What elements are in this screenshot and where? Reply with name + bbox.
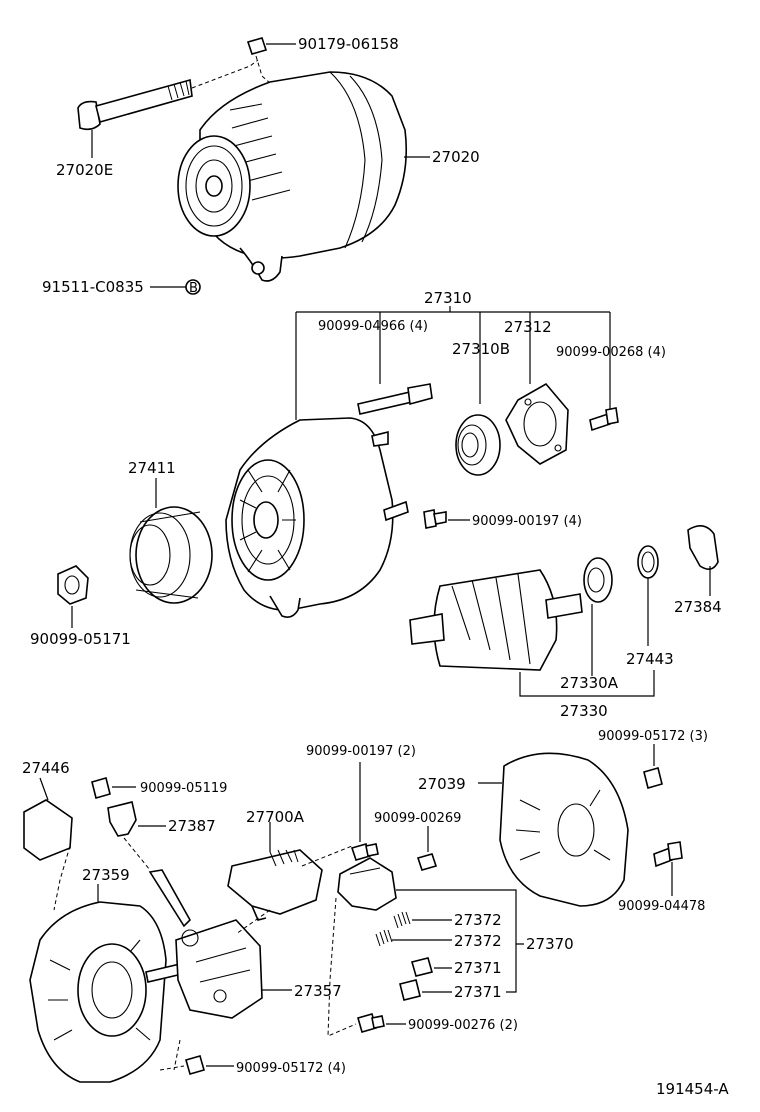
pulley-27411 bbox=[129, 506, 213, 604]
bearing-27330a bbox=[583, 557, 613, 603]
screw-90099-00268 bbox=[589, 407, 619, 432]
label-27359: 27359 bbox=[82, 866, 130, 884]
label-27446: 27446 bbox=[22, 759, 70, 777]
label-27020e: 27020E bbox=[56, 161, 113, 179]
label-90099-05172-3: 90099-05172 (3) bbox=[598, 729, 708, 744]
voltage-regulator-27700a bbox=[227, 849, 323, 921]
alternator-assembly-27020: B bbox=[77, 37, 408, 296]
alternator-body bbox=[199, 71, 408, 282]
label-27330a: 27330A bbox=[560, 674, 619, 692]
washer-letter: B bbox=[189, 281, 198, 296]
screw-90099-00269 bbox=[416, 853, 438, 871]
nut-90099-05172-3 bbox=[643, 767, 663, 789]
cover-27384 bbox=[687, 525, 719, 570]
drive-end-frame bbox=[225, 417, 409, 618]
label-90099-05119: 90099-05119 bbox=[140, 781, 227, 796]
nut-90099-05171 bbox=[57, 565, 89, 605]
cap-90179-06158 bbox=[246, 37, 268, 55]
label-90099-00197-2: 90099-00197 (2) bbox=[306, 744, 416, 759]
alternator-pulley bbox=[177, 135, 251, 237]
diagram-reference-code: 191454-A bbox=[656, 1080, 729, 1098]
label-27700a: 27700A bbox=[246, 808, 305, 826]
brush-holder-27370 bbox=[337, 857, 397, 911]
screw-90099-00276 bbox=[357, 1013, 385, 1033]
label-90099-00276: 90099-00276 (2) bbox=[408, 1018, 518, 1033]
label-27387: 27387 bbox=[168, 817, 216, 835]
label-90099-04966: 90099-04966 (4) bbox=[318, 319, 428, 334]
rotor-27330 bbox=[409, 569, 583, 671]
bearing-27310b bbox=[455, 414, 501, 476]
label-27443: 27443 bbox=[626, 650, 674, 668]
nut-90099-05172-4 bbox=[185, 1055, 205, 1075]
label-27371-b: 27371 bbox=[454, 983, 502, 1001]
label-90179-06158: 90179-06158 bbox=[298, 35, 399, 53]
spring-27372-a bbox=[393, 911, 411, 929]
label-27310: 27310 bbox=[424, 289, 472, 307]
label-27372-b: 27372 bbox=[454, 932, 502, 950]
brush-27371-b bbox=[399, 979, 421, 1001]
label-90099-05172-4: 90099-05172 (4) bbox=[236, 1061, 346, 1076]
label-27371-a: 27371 bbox=[454, 959, 502, 977]
label-27357: 27357 bbox=[294, 982, 342, 1000]
bolt-91511-c0835: B bbox=[185, 279, 201, 296]
label-90099-05171: 90099-05171 bbox=[30, 630, 131, 648]
nut-90099-05119 bbox=[91, 777, 111, 799]
label-27372-a: 27372 bbox=[454, 911, 502, 929]
label-27330: 27330 bbox=[560, 702, 608, 720]
stud-90099-04966 bbox=[357, 383, 433, 415]
rear-cover-27039 bbox=[499, 752, 629, 907]
label-27312: 27312 bbox=[504, 318, 552, 336]
screw-90099-00197-2 bbox=[350, 843, 379, 861]
ring-27443 bbox=[637, 545, 659, 579]
retainer-plate-27312 bbox=[505, 382, 569, 465]
screw-90099-00197-4 bbox=[423, 509, 447, 529]
bushing-27387 bbox=[107, 801, 137, 837]
label-90099-04478: 90099-04478 bbox=[618, 899, 705, 914]
label-90099-00269: 90099-00269 bbox=[374, 811, 461, 826]
spring-27372-b bbox=[375, 929, 393, 947]
through-bolt-27020e bbox=[77, 78, 193, 131]
label-27370: 27370 bbox=[526, 935, 574, 953]
rectifier-holder-27357 bbox=[148, 869, 263, 1019]
insulator-27446 bbox=[23, 799, 73, 861]
label-27310b: 27310B bbox=[452, 340, 510, 358]
label-27384: 27384 bbox=[674, 598, 722, 616]
label-91511-c0835: 91511-C0835 bbox=[42, 278, 144, 296]
rear-end-frame-27359 bbox=[29, 901, 183, 1083]
label-90099-00268: 90099-00268 (4) bbox=[556, 345, 666, 360]
label-27411: 27411 bbox=[128, 459, 176, 477]
bolt-90099-04478 bbox=[653, 841, 683, 868]
brush-27371-a bbox=[411, 957, 433, 977]
label-90099-00197-4: 90099-00197 (4) bbox=[472, 514, 582, 529]
label-27039: 27039 bbox=[418, 775, 466, 793]
label-27020: 27020 bbox=[432, 148, 480, 166]
